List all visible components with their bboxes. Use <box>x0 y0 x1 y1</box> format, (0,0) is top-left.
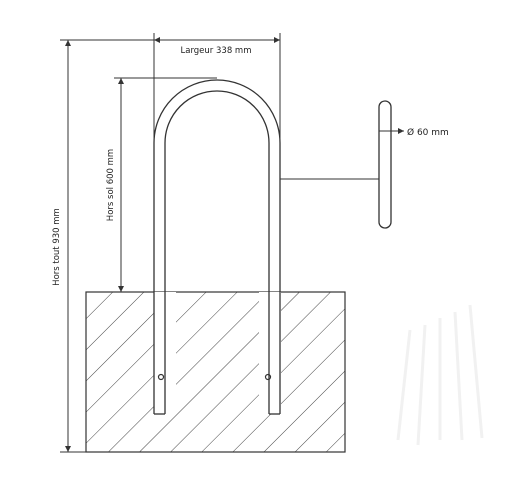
hoop-outer-outline <box>153 79 281 414</box>
height-above-ground-label: Hors sol 600 mm <box>106 149 116 221</box>
anchor-pin-left <box>157 373 165 381</box>
anchor-pin-right <box>264 373 272 381</box>
width-label: Largeur 338 mm <box>181 46 252 56</box>
total-height-label: Hors tout 930 mm <box>52 208 62 286</box>
diameter-label: Ø 60 mm <box>407 127 449 138</box>
tube-cross-section <box>378 100 392 229</box>
faint-background-strokes <box>396 304 484 446</box>
ground-block <box>85 291 346 453</box>
hoop-inner-outline <box>164 90 270 414</box>
